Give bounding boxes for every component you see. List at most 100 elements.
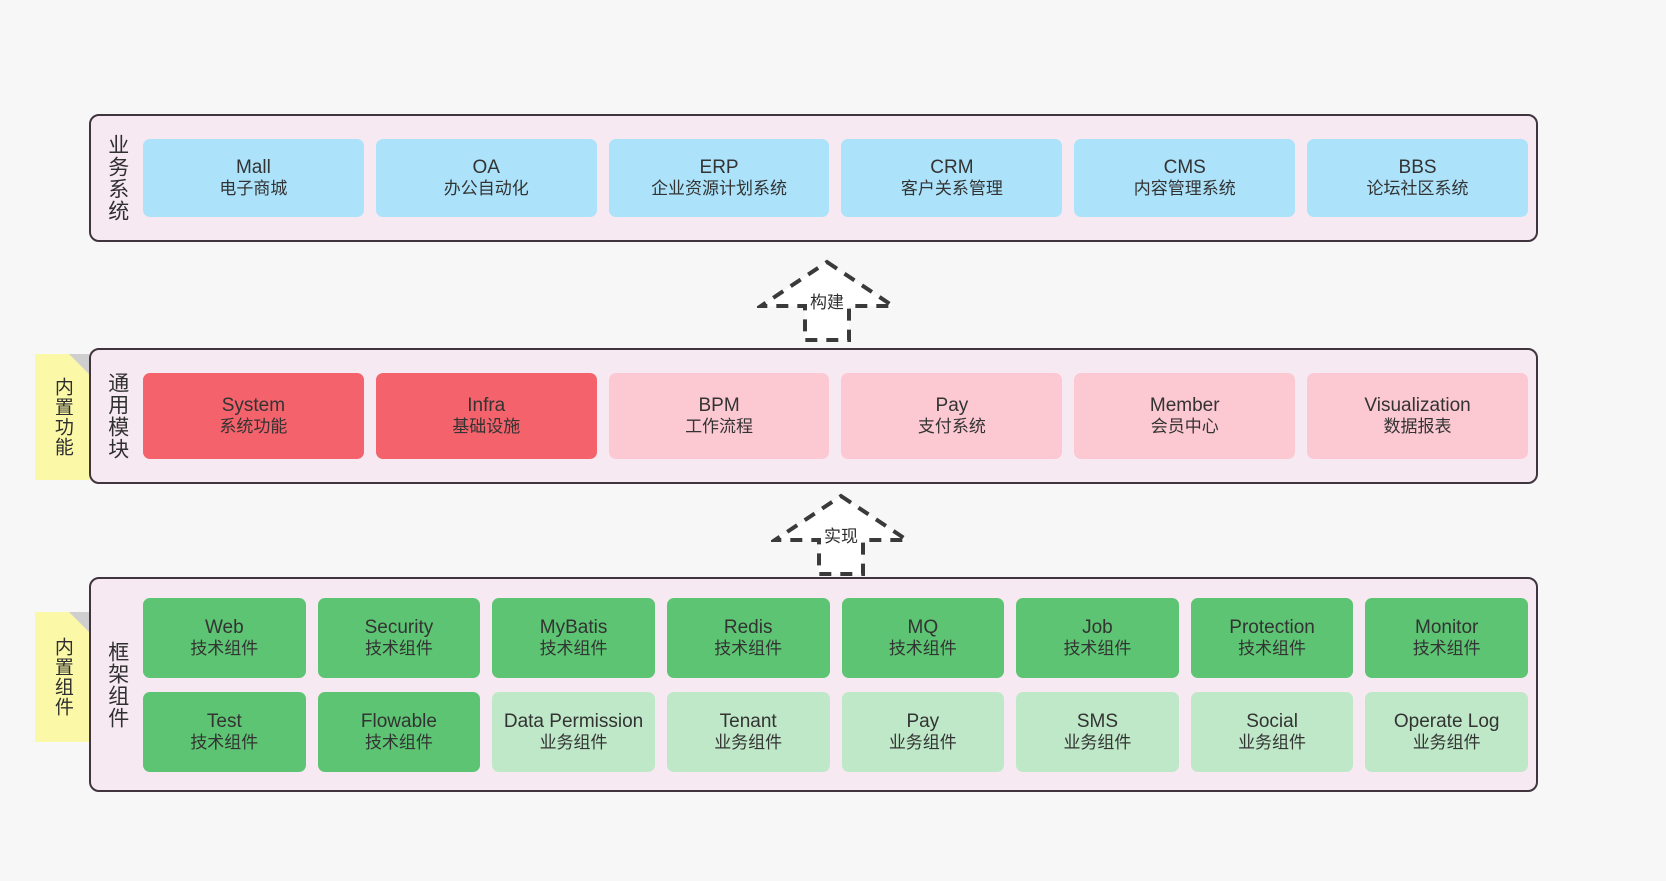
card-subtitle: 办公自动化 — [443, 179, 529, 199]
card-title: Member — [1149, 395, 1220, 417]
sticky-fold-corner — [69, 612, 89, 632]
card-title: ERP — [699, 157, 739, 179]
card-subtitle: 业务组件 — [1238, 732, 1307, 752]
card-title: Social — [1246, 710, 1298, 732]
card-subtitle: 业务组件 — [539, 732, 608, 752]
implement-arrow-icon — [771, 493, 911, 576]
connector-implement-label: 实现 — [824, 527, 858, 546]
card-subtitle: 业务组件 — [1063, 732, 1132, 752]
connector-implement: 实现 — [771, 492, 911, 578]
card-title: Operate Log — [1393, 710, 1500, 732]
card-title: Test — [206, 710, 242, 732]
card-subtitle: 技术组件 — [190, 732, 259, 752]
card-title: Flowable — [360, 710, 437, 732]
card-title: Data Permission — [503, 710, 644, 732]
card-subtitle: 工作流程 — [685, 417, 754, 437]
sticky-note-label: 内置组件 — [51, 637, 73, 717]
card-subtitle: 技术组件 — [190, 638, 259, 658]
card-subtitle: 电子商城 — [219, 179, 288, 199]
card-subtitle: 基础设施 — [452, 417, 521, 437]
card-title: Visualization — [1364, 395, 1471, 417]
connector-build: 构建 — [757, 258, 897, 344]
card-title: System — [221, 395, 286, 417]
card-title: CRM — [930, 157, 974, 179]
card-title: Redis — [723, 616, 773, 638]
card-title: Infra — [467, 395, 506, 417]
card-title: SMS — [1076, 710, 1119, 732]
card-subtitle: 技术组件 — [364, 638, 433, 658]
card-title: Web — [204, 616, 244, 638]
card-title: Pay — [906, 710, 940, 732]
card-subtitle: 数据报表 — [1383, 417, 1452, 437]
card-subtitle: 技术组件 — [1238, 638, 1307, 658]
card-title: BBS — [1398, 157, 1437, 179]
sticky-fold-corner — [69, 354, 89, 374]
card-title: Security — [364, 616, 434, 638]
sticky-note-builtin-components: 内置组件 — [35, 612, 89, 742]
sticky-note-label: 内置功能 — [51, 377, 73, 457]
module-layer-label: 通用模块 — [105, 372, 129, 460]
card-title: Mall — [235, 157, 271, 179]
card-subtitle: 技术组件 — [364, 732, 433, 752]
card-title: OA — [472, 157, 500, 179]
framework-layer-label: 框架组件 — [105, 640, 129, 729]
card-subtitle: 技术组件 — [539, 638, 608, 658]
card-title: Monitor — [1415, 616, 1479, 638]
card-subtitle: 系统功能 — [219, 417, 288, 437]
sticky-note-builtin-features: 内置功能 — [35, 354, 89, 480]
card-title: Pay — [935, 395, 969, 417]
card-subtitle: 技术组件 — [714, 638, 783, 658]
card-title: Tenant — [719, 710, 777, 732]
card-title: Job — [1082, 616, 1113, 638]
card-subtitle: 企业资源计划系统 — [651, 179, 788, 199]
card-title: Protection — [1229, 616, 1315, 638]
build-arrow-icon — [757, 259, 897, 342]
connector-build-label: 构建 — [810, 293, 844, 312]
card-title: MQ — [907, 616, 939, 638]
card-subtitle: 技术组件 — [888, 638, 957, 658]
card-subtitle: 技术组件 — [1412, 638, 1481, 658]
card-subtitle: 支付系统 — [917, 417, 986, 437]
card-subtitle: 业务组件 — [1412, 732, 1481, 752]
card-title: MyBatis — [539, 616, 608, 638]
card-subtitle: 内容管理系统 — [1133, 179, 1236, 199]
